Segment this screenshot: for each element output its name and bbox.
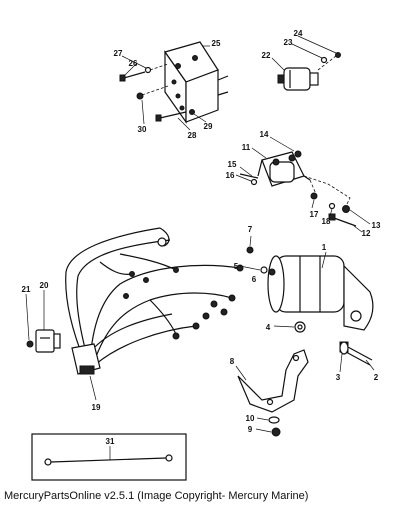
callout-27: 27 bbox=[114, 49, 123, 58]
callout-17: 17 bbox=[310, 210, 319, 219]
washer-part-23[interactable] bbox=[320, 56, 328, 64]
ground-cable-part-31[interactable] bbox=[44, 454, 173, 466]
callout-15: 15 bbox=[228, 160, 237, 169]
screw-part-15[interactable] bbox=[239, 173, 259, 179]
callout-23: 23 bbox=[284, 38, 293, 47]
bracket-part-8[interactable] bbox=[237, 349, 309, 413]
callout-5: 5 bbox=[234, 262, 239, 271]
callout-12: 12 bbox=[362, 229, 371, 238]
nut-part-17[interactable] bbox=[310, 192, 318, 200]
callout-24: 24 bbox=[294, 29, 303, 38]
callout-21: 21 bbox=[22, 285, 31, 294]
nut-part-13[interactable] bbox=[342, 205, 350, 213]
callout-16: 16 bbox=[226, 171, 235, 180]
copyright-footer: MercuryPartsOnline v2.5.1 (Image Copyrig… bbox=[4, 490, 309, 502]
washer-part-16[interactable] bbox=[250, 178, 258, 186]
relay-box-part-25[interactable] bbox=[164, 41, 229, 124]
callout-3: 3 bbox=[336, 373, 341, 382]
callout-26: 26 bbox=[129, 59, 138, 68]
callout-30: 30 bbox=[138, 125, 147, 134]
screw-part-28[interactable] bbox=[155, 111, 187, 122]
wiring-harness-part-19[interactable] bbox=[65, 227, 244, 375]
exploded-parts-diagram: 1 2 3 4 5 6 7 8 9 10 11 12 13 14 15 16 1… bbox=[22, 29, 381, 481]
callout-9: 9 bbox=[248, 425, 253, 434]
callout-29: 29 bbox=[204, 122, 213, 131]
nut-part-29[interactable] bbox=[189, 109, 195, 115]
callout-labels: 1 2 3 4 5 6 7 8 9 10 11 12 13 14 15 16 1… bbox=[22, 29, 381, 446]
nut-part-9[interactable] bbox=[271, 427, 281, 437]
nut-part-14[interactable] bbox=[294, 150, 302, 158]
nut-part-7[interactable] bbox=[246, 246, 254, 254]
callout-10: 10 bbox=[246, 414, 255, 423]
callout-8: 8 bbox=[230, 357, 235, 366]
callout-18: 18 bbox=[322, 217, 331, 226]
washer-part-18[interactable] bbox=[328, 202, 336, 210]
kit-box-part-31 bbox=[31, 433, 187, 481]
callout-28: 28 bbox=[188, 131, 197, 140]
washer-part-10[interactable] bbox=[268, 416, 280, 424]
callout-4: 4 bbox=[266, 323, 271, 332]
washer-part-3[interactable] bbox=[339, 341, 349, 355]
callout-20: 20 bbox=[40, 281, 49, 290]
solenoid-part-11[interactable] bbox=[257, 151, 311, 187]
nut-part-4[interactable] bbox=[294, 321, 306, 333]
callout-22: 22 bbox=[262, 51, 271, 60]
screw-part-12[interactable] bbox=[328, 213, 357, 227]
callout-11: 11 bbox=[242, 143, 251, 152]
plug-part-20[interactable] bbox=[35, 329, 61, 353]
callout-19: 19 bbox=[92, 403, 101, 412]
callout-31: 31 bbox=[106, 437, 115, 446]
callout-2: 2 bbox=[374, 373, 379, 382]
callout-7: 7 bbox=[248, 225, 253, 234]
washer-part-27[interactable] bbox=[144, 66, 152, 74]
nut-part-24[interactable] bbox=[335, 52, 341, 58]
screw-part-21[interactable] bbox=[26, 340, 34, 348]
callout-13: 13 bbox=[372, 221, 381, 230]
callout-25: 25 bbox=[212, 39, 221, 48]
screw-part-26[interactable] bbox=[119, 71, 146, 82]
callout-14: 14 bbox=[260, 130, 269, 139]
callout-6: 6 bbox=[252, 275, 257, 284]
callout-1: 1 bbox=[322, 243, 327, 252]
sender-part-22[interactable] bbox=[277, 67, 319, 91]
leader-lines bbox=[25, 35, 375, 460]
washer-part-5[interactable] bbox=[260, 266, 268, 274]
starter-motor-part-1[interactable] bbox=[267, 255, 374, 331]
nut-part-30[interactable] bbox=[136, 92, 144, 100]
